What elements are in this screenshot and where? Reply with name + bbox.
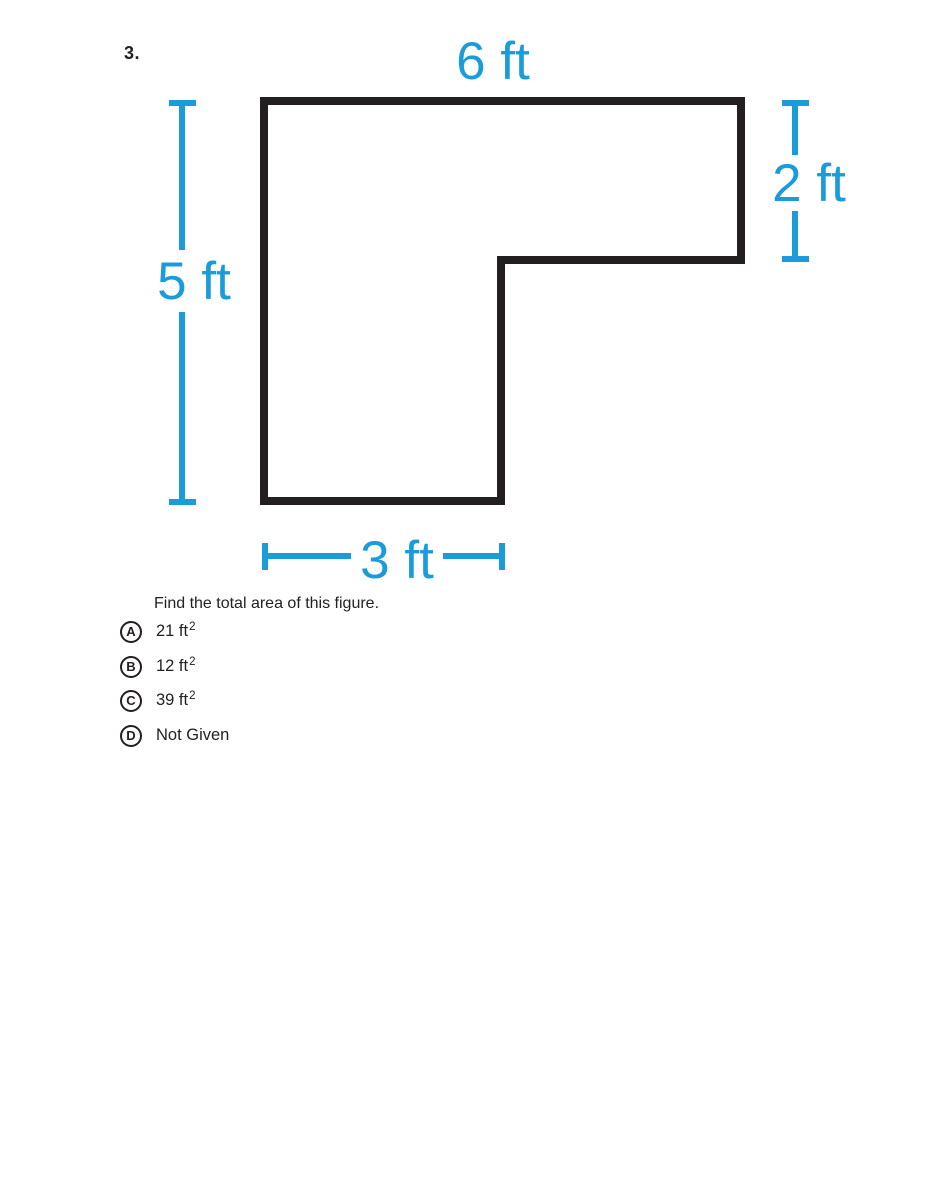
option-superscript: 2 [189, 656, 196, 668]
answer-option-b[interactable]: B 12 ft2 [120, 655, 196, 678]
option-letter-badge[interactable]: C [120, 689, 142, 712]
dimension-cap-left-top [169, 100, 196, 106]
l-shape-outline [260, 97, 745, 505]
answer-option-d[interactable]: D Not Given [120, 724, 230, 747]
dimension-cap-bottom-right [499, 543, 505, 570]
option-text: Not Given [156, 726, 230, 744]
option-letter-badge[interactable]: B [120, 655, 142, 678]
option-text: 39 ft2 [156, 690, 196, 709]
dimension-label-bottom: 3 ft [351, 530, 443, 590]
l-shape-figure [260, 97, 745, 505]
dimension-cap-left-bottom [169, 499, 196, 505]
dimension-cap-bottom-left [262, 543, 268, 570]
option-letter-badge[interactable]: D [120, 724, 142, 747]
option-text: 12 ft2 [156, 656, 196, 675]
option-letter-badge[interactable]: A [120, 620, 142, 643]
dimension-label-top: 6 ft [456, 31, 530, 91]
option-superscript: 2 [189, 621, 196, 633]
option-text: 21 ft2 [156, 621, 196, 640]
question-number: 3. [124, 43, 141, 63]
option-superscript: 2 [189, 690, 196, 702]
question-prompt: Find the total area of this figure. [154, 595, 380, 612]
dimension-label-right: 2 ft [768, 155, 850, 211]
dimension-cap-right-top [782, 100, 809, 106]
answer-option-a[interactable]: A 21 ft2 [120, 620, 196, 643]
answer-option-c[interactable]: C 39 ft2 [120, 689, 196, 712]
dimension-cap-right-bottom [782, 256, 809, 262]
dimension-label-left: 5 ft [147, 250, 241, 312]
